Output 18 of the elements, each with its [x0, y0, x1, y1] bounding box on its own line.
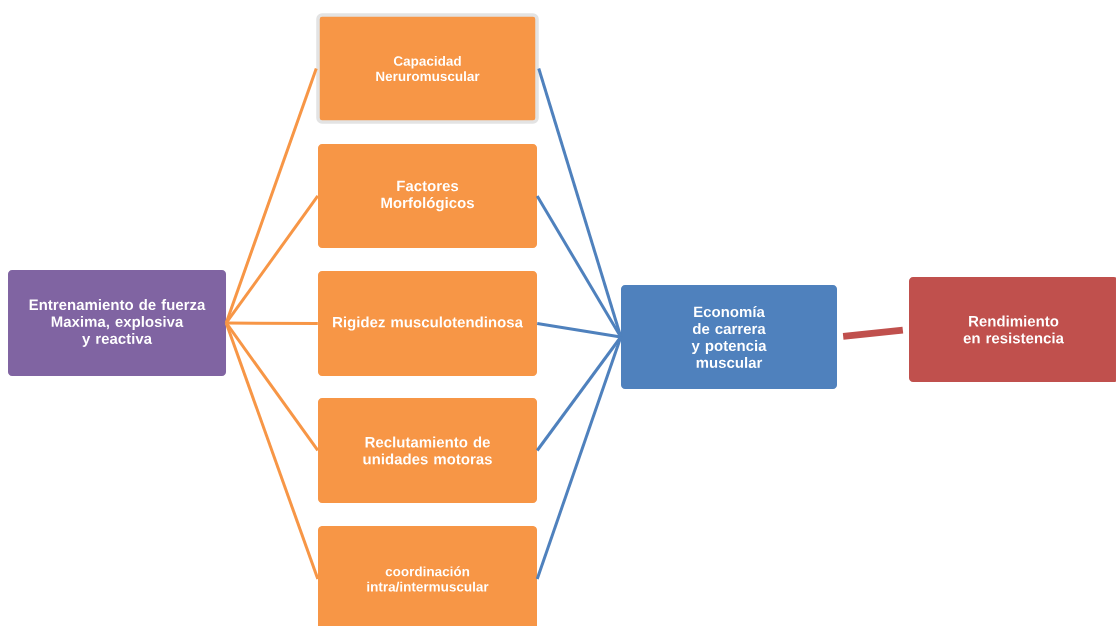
connector-line: [225, 322, 320, 452]
process-box: Capacidad Neruromuscular: [316, 13, 539, 124]
connector-line: [225, 195, 320, 324]
connector-line: [536, 322, 622, 339]
connector-line: [536, 336, 622, 452]
connector-line: [537, 68, 623, 338]
connector-line: [535, 336, 623, 580]
process-box: Reclutamiento de unidades motoras: [318, 398, 537, 503]
process-box: Factores Morfológicos: [318, 144, 537, 248]
process-box: Rigidez musculotendinosa: [318, 271, 537, 376]
process-box: Economía de carrera y potencia muscular: [621, 285, 837, 389]
process-box: Entrenamiento de fuerza Maxima, explosiva y reactiva: [8, 270, 226, 376]
process-box: Rendimiento en resistencia: [909, 277, 1116, 382]
connector-line: [842, 326, 904, 340]
connector-line: [224, 322, 320, 580]
connector-line: [226, 321, 318, 325]
connector-line: [224, 68, 318, 324]
process-box: coordinación intra/intermuscular: [318, 526, 537, 626]
